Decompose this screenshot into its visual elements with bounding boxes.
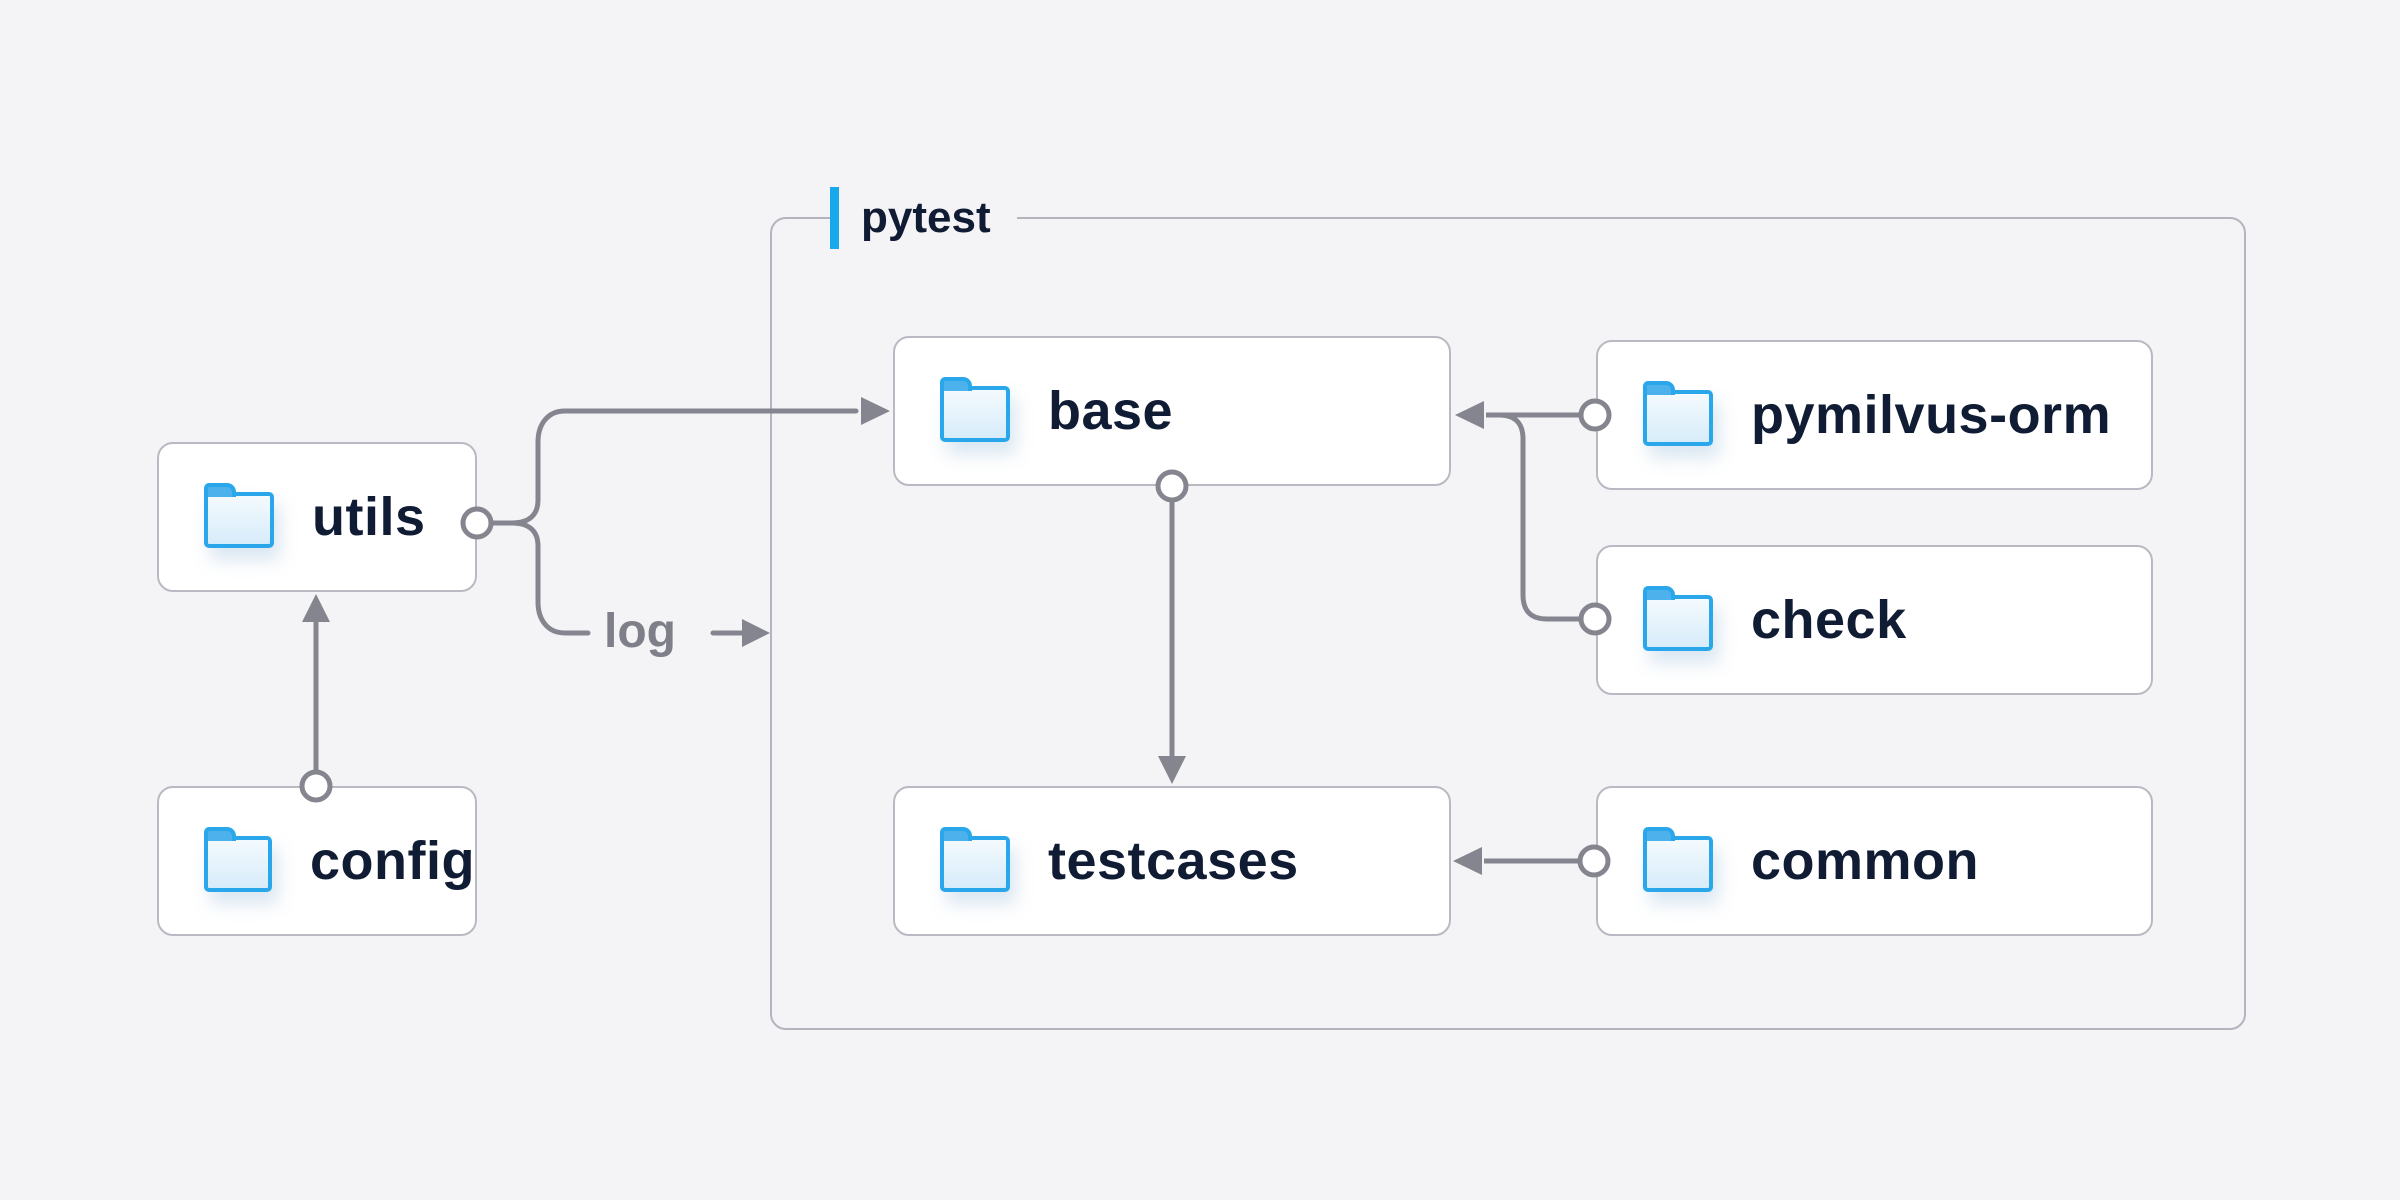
pytest-container: pytest <box>770 187 2246 1030</box>
log-edge-label: log <box>604 605 676 658</box>
node-label: testcases <box>1048 831 1299 891</box>
node-common: common <box>1596 786 2153 936</box>
folder-icon <box>940 377 1010 442</box>
folder-icon <box>1643 827 1713 892</box>
folder-icon <box>1643 381 1713 446</box>
folder-icon <box>204 827 273 892</box>
node-label: pymilvus-orm <box>1751 385 2112 445</box>
pytest-label-text: pytest <box>861 193 991 242</box>
pytest-label: pytest <box>830 187 1017 249</box>
edge-config-to-utils <box>299 594 333 803</box>
node-label: config <box>310 831 475 891</box>
folder-icon <box>204 483 274 548</box>
node-pymilvus-orm: pymilvus-orm <box>1596 340 2153 490</box>
node-label: check <box>1751 590 1907 650</box>
node-label: utils <box>312 487 426 547</box>
folder-icon <box>1643 586 1713 651</box>
folder-icon <box>940 827 1010 892</box>
node-testcases: testcases <box>893 786 1451 936</box>
node-label: base <box>1048 381 1174 441</box>
node-label: common <box>1751 831 1980 891</box>
node-base: base <box>893 336 1451 486</box>
node-config: config <box>157 786 477 936</box>
node-check: check <box>1596 545 2153 695</box>
node-utils: utils <box>157 442 477 592</box>
accent-bar <box>830 187 839 249</box>
